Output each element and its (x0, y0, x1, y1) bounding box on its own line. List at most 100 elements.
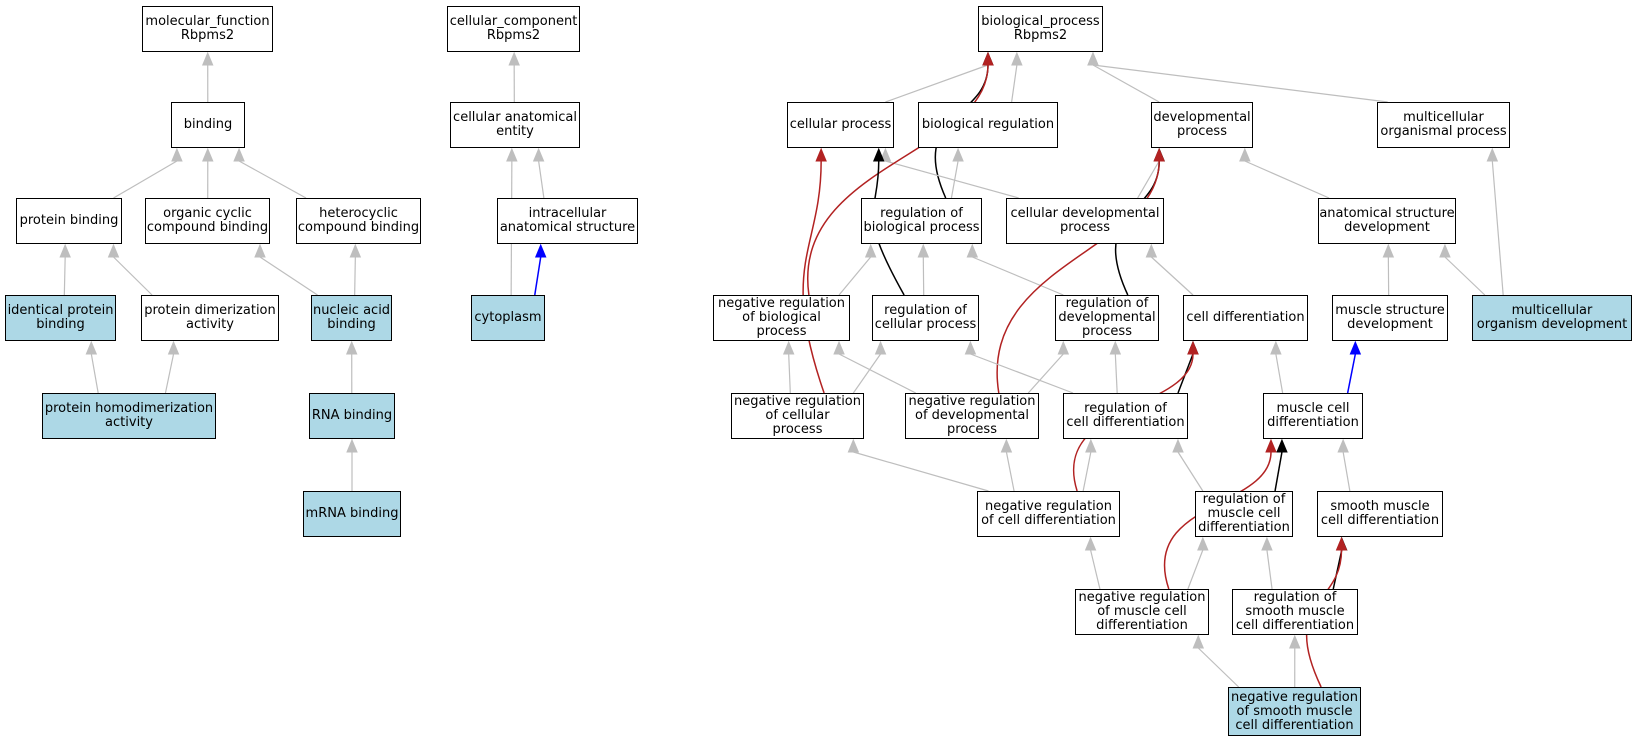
term-node-heterocyclic[interactable]: heterocyclic compound binding (296, 198, 421, 244)
edge-is-a (852, 353, 882, 394)
edge-is-a (1244, 160, 1330, 199)
edge-arrowhead (1187, 340, 1199, 355)
term-node-cytoplasm[interactable]: cytoplasm (471, 295, 545, 341)
term-node-reg-muscle-cell-diff[interactable]: regulation of muscle cell differentiatio… (1195, 491, 1293, 537)
term-node-reg-dev-proc[interactable]: regulation of developmental process (1055, 295, 1159, 341)
edge-arrowhead (833, 340, 845, 355)
edge-arrowhead (345, 340, 358, 355)
term-node-multi-org-dev[interactable]: multicellular organism development (1472, 295, 1632, 341)
term-node-multi-org-proc[interactable]: multicellular organismal process (1377, 102, 1510, 148)
edge-arrowhead (1239, 147, 1251, 162)
edge-is-a (972, 256, 1064, 296)
term-node-neg-reg-bio-proc[interactable]: negative regulation of biological proces… (713, 295, 850, 341)
term-node-bio-reg[interactable]: biological regulation (918, 102, 1058, 148)
edge-is-a (788, 353, 791, 394)
term-node-cc[interactable]: cellular_component Rbpms2 (447, 6, 580, 52)
term-node-cae[interactable]: cellular anatomical entity (450, 102, 580, 148)
term-node-neg-reg-cell-diff[interactable]: negative regulation of cell differentiat… (977, 491, 1120, 537)
term-node-identical-protein[interactable]: identical protein binding (5, 295, 116, 341)
term-node-anat-struct-dev[interactable]: anatomical structure development (1318, 198, 1456, 244)
term-node-protein-homodim[interactable]: protein homodimerization activity (42, 393, 216, 439)
edge-arrowhead (982, 51, 994, 66)
edge-is-a (238, 160, 307, 199)
term-node-reg-cell-diff[interactable]: regulation of cell differentiation (1063, 393, 1188, 439)
edge-arrowhead (1145, 243, 1158, 258)
term-node-cell-diff[interactable]: cell differentiation (1183, 295, 1308, 341)
edge-arrowhead (1270, 340, 1282, 355)
term-node-neg-reg-smooth-muscle-diff[interactable]: negative regulation of smooth muscle cel… (1228, 687, 1361, 736)
term-node-dev-process[interactable]: developmental process (1151, 102, 1253, 148)
edge-arrowhead (815, 147, 827, 162)
edge-is-a (1444, 256, 1486, 296)
edge-arrowhead (1192, 634, 1205, 649)
edge-is-a (838, 256, 872, 296)
term-node-smooth-muscle-diff[interactable]: smooth muscle cell differentiation (1317, 491, 1443, 537)
edge-arrowhead (167, 340, 180, 355)
term-node-muscle-struct-dev[interactable]: muscle structure development (1332, 295, 1448, 341)
term-node-nucleic-acid[interactable]: nucleic acid binding (311, 295, 392, 341)
edge-arrowhead (59, 243, 71, 258)
term-node-mf[interactable]: molecular_function Rbpms2 (142, 6, 273, 52)
term-node-protein-binding[interactable]: protein binding (16, 198, 122, 244)
edge-is-a (113, 256, 153, 296)
term-node-neg-reg-muscle-cell-diff[interactable]: negative regulation of muscle cell diffe… (1075, 589, 1209, 635)
edge-arrowhead (1085, 438, 1097, 453)
term-node-ias[interactable]: intracellular anatomical structure (497, 198, 638, 244)
term-node-neg-reg-dev-proc[interactable]: negative regulation of developmental pro… (905, 393, 1039, 439)
edge-negatively-regulates (806, 64, 989, 296)
edge-arrowhead (1486, 147, 1499, 162)
edge-arrowhead (1335, 536, 1348, 551)
edge-is-a (950, 160, 959, 199)
term-node-organic-cyclic[interactable]: organic cyclic compound binding (145, 198, 270, 244)
term-node-cell-dev-proc[interactable]: cellular developmental process (1006, 198, 1164, 244)
edge-is-a (1092, 64, 1388, 103)
edge-arrowhead (1109, 340, 1122, 355)
edge-is-a (1150, 256, 1194, 296)
term-node-bp[interactable]: biological_process Rbpms2 (978, 6, 1103, 52)
edge-negatively-regulates (802, 160, 825, 394)
edge-arrowhead (1197, 536, 1209, 551)
edge-is-a (970, 353, 1074, 394)
term-node-mrna-binding[interactable]: mRNA binding (303, 491, 401, 537)
edge-arrowhead (1382, 243, 1395, 258)
term-node-rna-binding[interactable]: RNA binding (309, 393, 395, 439)
edge-regulates (1274, 451, 1283, 492)
edge-arrowhead (508, 51, 520, 66)
edge-arrowhead (873, 147, 885, 162)
edge-arrowhead (1265, 438, 1277, 453)
edge-arrowhead (201, 51, 214, 66)
edge-arrowhead (254, 243, 266, 258)
term-node-reg-smooth-muscle-diff[interactable]: regulation of smooth muscle cell differe… (1232, 589, 1358, 635)
edge-arrowhead (782, 340, 795, 355)
edge-arrowhead (1153, 147, 1165, 162)
term-node-binding[interactable]: binding (171, 102, 245, 148)
edge-is-a (63, 256, 66, 296)
edge-is-a (1187, 549, 1204, 590)
edge-regulates (1332, 549, 1343, 590)
edge-is-a (1082, 451, 1092, 492)
term-node-reg-bio-proc[interactable]: regulation of biological process (861, 198, 982, 244)
term-node-muscle-cell-diff[interactable]: muscle cell differentiation (1263, 393, 1363, 439)
edge-is-a (259, 256, 318, 296)
edge-arrowhead (1261, 536, 1273, 551)
edge-is-a (164, 353, 175, 394)
edge-arrowhead (1337, 438, 1349, 453)
edge-is-a (838, 353, 916, 394)
edge-arrowhead (964, 340, 977, 355)
edge-arrowhead (346, 438, 358, 453)
term-node-neg-reg-cell-proc[interactable]: negative regulation of cellular process (731, 393, 864, 439)
edge-is-a (885, 64, 989, 103)
edge-arrowhead (202, 147, 214, 162)
edge-arrowhead (506, 147, 518, 162)
term-node-cellular-process[interactable]: cellular process (787, 102, 894, 148)
edge-is-a (1491, 160, 1504, 296)
edge-is-a (1027, 353, 1064, 394)
edge-arrowhead (1087, 51, 1099, 66)
edge-arrowhead (1011, 51, 1023, 66)
term-node-reg-cell-proc[interactable]: regulation of cellular process (872, 295, 979, 341)
edge-is-a (885, 160, 1019, 199)
term-node-protein-dimerization[interactable]: protein dimerization activity (141, 295, 279, 341)
edge-is-a (113, 160, 178, 199)
